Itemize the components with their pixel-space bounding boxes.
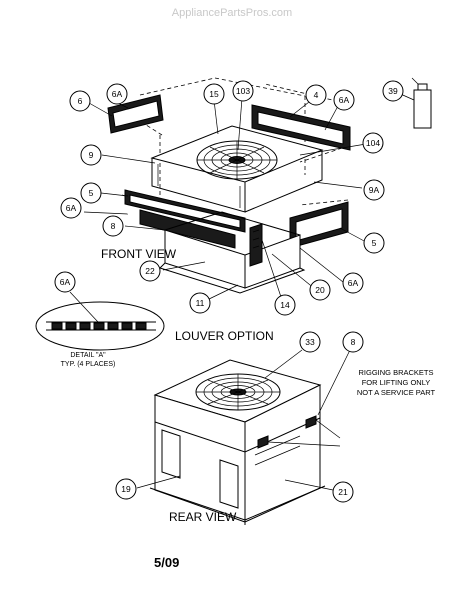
callout-6a-top: 6A xyxy=(106,83,128,105)
svg-text:9A: 9A xyxy=(369,185,380,195)
svg-text:33: 33 xyxy=(305,337,315,347)
callout-39: 39 xyxy=(382,80,404,102)
svg-text:4: 4 xyxy=(314,90,319,100)
callout-14: 14 xyxy=(274,294,296,316)
svg-text:103: 103 xyxy=(236,86,250,96)
callout-104: 104 xyxy=(362,132,384,154)
callout-20: 20 xyxy=(309,279,331,301)
callout-4: 4 xyxy=(305,84,327,106)
svg-text:20: 20 xyxy=(315,285,325,295)
svg-text:5: 5 xyxy=(89,188,94,198)
svg-text:11: 11 xyxy=(196,298,205,308)
date-code: 5/09 xyxy=(154,555,179,570)
callout-6a-right: 6A xyxy=(333,89,355,111)
callout-6: 6 xyxy=(69,90,91,112)
callout-19: 19 xyxy=(115,478,137,500)
svg-text:6A: 6A xyxy=(348,278,359,288)
callout-22: 22 xyxy=(139,260,161,282)
rigging-note-line3: NOT A SERVICE PART xyxy=(357,388,436,397)
svg-text:6A: 6A xyxy=(60,277,71,287)
fan-grille-icon xyxy=(195,373,281,411)
svg-text:21: 21 xyxy=(338,487,348,497)
callout-8-front: 8 xyxy=(102,215,124,237)
front-exploded-view xyxy=(107,77,351,294)
callout-8-rear: 8 xyxy=(342,331,364,353)
callout-15: 15 xyxy=(203,83,225,105)
watermark: AppliancePartsPros.com xyxy=(172,7,292,19)
leader-lines xyxy=(69,91,415,491)
rear-view-label: REAR VIEW xyxy=(169,510,237,524)
callout-6a-left: 6A xyxy=(60,197,82,219)
callout-6a-detail: 6A xyxy=(54,271,76,293)
svg-text:8: 8 xyxy=(351,337,356,347)
svg-text:6A: 6A xyxy=(112,89,123,99)
rigging-note-line1: RIGGING BRACKETS xyxy=(358,368,433,377)
callout-9a: 9A xyxy=(363,179,385,201)
svg-text:19: 19 xyxy=(121,484,131,494)
callout-5-left: 5 xyxy=(80,182,102,204)
fan-grille-icon xyxy=(196,140,278,180)
svg-text:6A: 6A xyxy=(66,203,77,213)
svg-text:14: 14 xyxy=(280,300,290,310)
callout-33: 33 xyxy=(299,331,321,353)
callout-21: 21 xyxy=(332,481,354,503)
callout-11: 11 xyxy=(189,292,211,314)
svg-text:5: 5 xyxy=(372,238,377,248)
rear-view xyxy=(149,359,326,525)
svg-text:6A: 6A xyxy=(339,95,350,105)
callout-103: 103 xyxy=(232,80,254,102)
svg-text:15: 15 xyxy=(209,89,219,99)
callout-6a-lower: 6A xyxy=(342,272,364,294)
louver-option-label: LOUVER OPTION xyxy=(175,329,274,343)
part-39-can-icon xyxy=(411,77,432,129)
svg-text:22: 22 xyxy=(145,266,155,276)
louver-detail xyxy=(35,301,165,351)
front-view-label: FRONT VIEW xyxy=(101,247,177,261)
svg-text:39: 39 xyxy=(388,86,398,96)
rigging-note-line2: FOR LIFTING ONLY xyxy=(362,378,431,387)
detail-label: DETAIL "A" xyxy=(70,352,106,359)
svg-text:8: 8 xyxy=(111,221,116,231)
callout-9: 9 xyxy=(80,144,102,166)
detail-sub-label: TYP. (4 PLACES) xyxy=(61,361,116,368)
svg-text:6: 6 xyxy=(78,96,83,106)
svg-text:104: 104 xyxy=(366,138,380,148)
svg-text:9: 9 xyxy=(89,150,94,160)
callout-5-right: 5 xyxy=(363,232,385,254)
